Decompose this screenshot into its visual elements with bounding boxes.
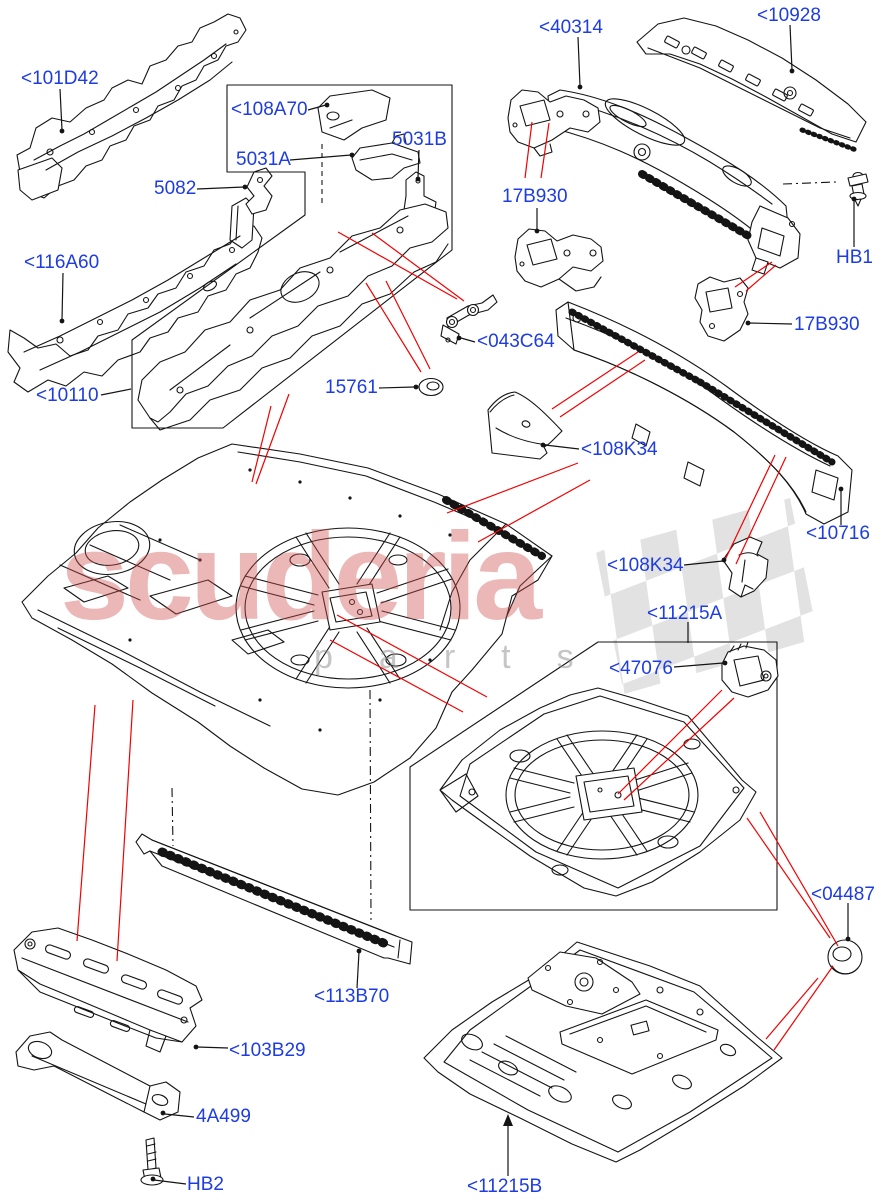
- part-label-101D42[interactable]: <101D42: [21, 68, 99, 89]
- part-drawing-10928: [636, 17, 867, 153]
- leader-dots: [59, 68, 857, 1182]
- part-drawing-10110: [137, 203, 449, 431]
- part-drawing-17B930-c: [694, 276, 749, 342]
- part-label-11215B[interactable]: <11215B: [467, 1176, 543, 1197]
- part-drawing-47076: [721, 641, 779, 698]
- part-drawing-11215A-panel: [439, 687, 757, 897]
- part-drawing-5082: [245, 167, 273, 215]
- part-label-108A70[interactable]: <108A70: [231, 99, 308, 120]
- leader-lines: [59, 24, 855, 1185]
- part-label-15761[interactable]: 15761: [325, 377, 378, 398]
- part-label-17B930-left[interactable]: 17B930: [502, 186, 568, 207]
- part-drawing-11215B: [423, 941, 783, 1163]
- part-drawing-17B930-b: [514, 228, 604, 292]
- part-label-HB2[interactable]: HB2: [187, 1174, 224, 1195]
- part-label-17B930-right[interactable]: 17B930: [794, 314, 860, 335]
- part-drawing-40314: [547, 89, 801, 275]
- part-drawing-HB1-bolt: [847, 171, 869, 207]
- part-label-116A60[interactable]: <116A60: [24, 252, 100, 273]
- part-drawing-108A70: [317, 89, 391, 141]
- part-label-103B29[interactable]: <103B29: [229, 1040, 306, 1061]
- part-drawing-4A499: [15, 1031, 181, 1121]
- part-label-5031B[interactable]: 5031B: [392, 129, 447, 150]
- callout-box-10110: [131, 84, 453, 429]
- part-label-5031A[interactable]: 5031A: [236, 149, 291, 170]
- part-drawing-HB2-bolt: [140, 1137, 164, 1186]
- checkered-flag-watermark: [596, 498, 818, 694]
- part-label-5082[interactable]: 5082: [154, 178, 197, 199]
- part-label-11215A[interactable]: <11215A: [647, 603, 723, 624]
- part-label-40314[interactable]: <40314: [539, 17, 603, 38]
- part-label-10110[interactable]: <10110: [36, 385, 99, 406]
- part-drawing-04487: [827, 939, 863, 975]
- part-label-47076[interactable]: <47076: [609, 658, 673, 679]
- red-reference-lines: [76, 121, 839, 1051]
- part-label-108K34-upper[interactable]: <108K34: [581, 439, 658, 460]
- part-label-108K34-lower[interactable]: <108K34: [607, 555, 684, 576]
- part-drawing-5031A: [351, 133, 421, 181]
- part-label-10928[interactable]: <10928: [757, 5, 821, 26]
- callout-box-11215A: [409, 641, 778, 911]
- part-drawing-floor-pan: [21, 443, 553, 796]
- part-drawing-15761: [418, 377, 444, 397]
- part-label-04487[interactable]: <04487: [811, 884, 875, 905]
- part-label-113B70[interactable]: <113B70: [314, 986, 390, 1007]
- part-label-4A499[interactable]: 4A499: [196, 1106, 251, 1127]
- part-drawing-103B29: [13, 927, 203, 1053]
- part-label-HB1[interactable]: HB1: [836, 247, 873, 268]
- part-drawing-108K34-b: [722, 536, 769, 598]
- part-drawing-10716: [555, 301, 853, 525]
- construction-lines: [171, 144, 837, 921]
- part-drawing-101D42: [16, 13, 247, 201]
- part-drawing-043C64: [440, 294, 498, 345]
- part-label-043C64[interactable]: <043C64: [477, 331, 555, 352]
- part-drawing-108K34-a: [487, 391, 563, 460]
- part-drawing-113B70: [135, 833, 413, 965]
- part-label-10716[interactable]: <10716: [806, 523, 870, 544]
